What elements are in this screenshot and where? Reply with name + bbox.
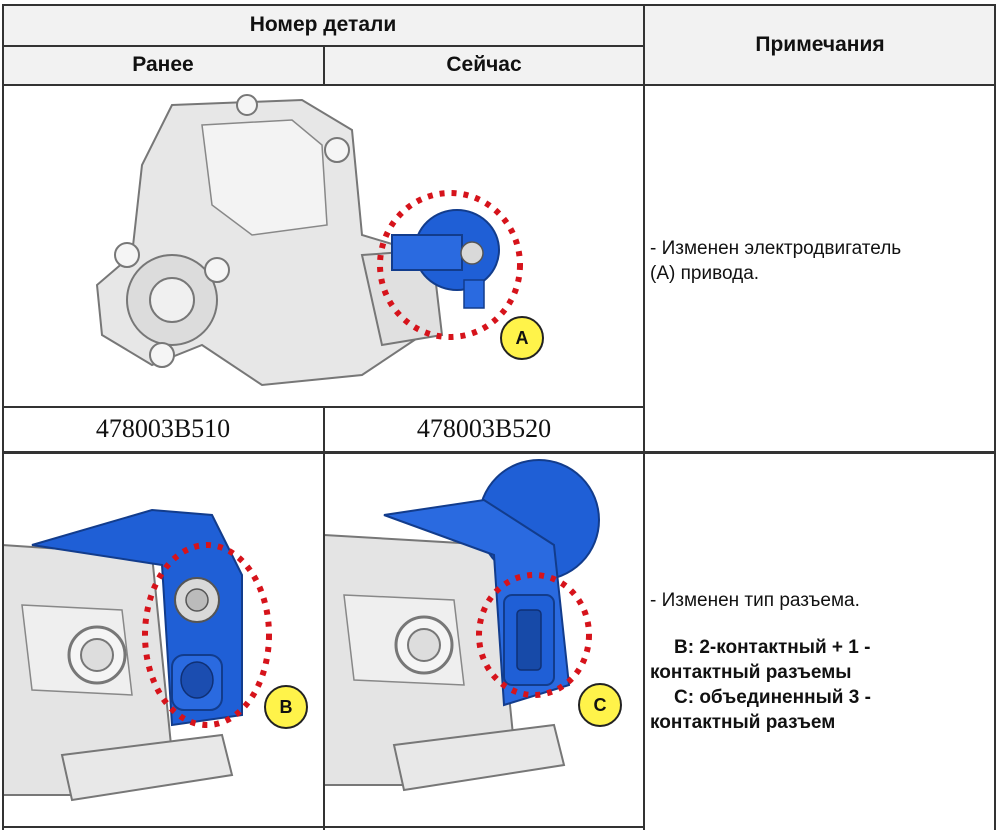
- note-c-line1: C: объединенный 3 -: [674, 687, 871, 708]
- header-before: Ранее: [2, 45, 324, 85]
- divider-before-now-row2: [323, 451, 325, 830]
- table-border-bottom: [2, 826, 644, 828]
- table-border-right: [994, 4, 996, 830]
- connector-before-illustration: B: [1, 455, 324, 830]
- note-b-line1: B: 2-контактный + 1 -: [674, 637, 871, 658]
- actuator-drawing: [95, 94, 523, 387]
- part-number-before: 478003B510: [2, 407, 324, 451]
- badge-b: B: [264, 685, 308, 729]
- header-part-number-label: Номер детали: [249, 12, 397, 36]
- header-notes-label: Примечания: [755, 32, 885, 56]
- actuator-illustration: A: [2, 85, 644, 407]
- header-now-label: Сейчас: [446, 53, 522, 76]
- badge-b-label: B: [279, 696, 293, 717]
- header-notes: Примечания: [644, 4, 996, 85]
- note-connector-change: - Изменен тип разъема. B: 2-контактный +…: [650, 588, 996, 788]
- part-number-before-value: 478003B510: [95, 414, 231, 443]
- connector-now-illustration: C: [323, 455, 644, 830]
- badge-c-label: C: [593, 694, 607, 715]
- part-number-now: 478003B520: [324, 407, 644, 451]
- header-now: Сейчас: [324, 45, 644, 85]
- note-b-line2: контактный разъемы: [650, 662, 852, 683]
- divider-notes-col: [643, 4, 645, 830]
- badge-c: C: [578, 683, 622, 727]
- note-motor-change: - Изменен электродвигатель (A) привода.: [650, 236, 996, 306]
- connector-before-drawing: [1, 508, 272, 802]
- badge-a: A: [500, 316, 544, 360]
- divider-before-now-header: [323, 45, 325, 85]
- header-before-label: Ранее: [132, 53, 194, 76]
- header-part-number: Номер детали: [2, 4, 644, 45]
- divider-before-now-pn: [323, 406, 325, 451]
- connector-now-drawing: [323, 459, 600, 792]
- note-motor-line1: - Изменен электродвигатель: [650, 238, 902, 259]
- note-connector-intro: - Изменен тип разъема.: [650, 590, 860, 611]
- badge-a-label: A: [515, 327, 529, 348]
- note-motor-line2: (A) привода.: [650, 263, 760, 284]
- part-number-now-value: 478003B520: [416, 414, 552, 443]
- note-c-line2: контактный разъем: [650, 712, 836, 733]
- table-border-left: [2, 4, 4, 830]
- divider-header-bottom: [2, 84, 996, 86]
- table-border-top: [2, 4, 996, 6]
- divider-row2-top: [2, 451, 996, 454]
